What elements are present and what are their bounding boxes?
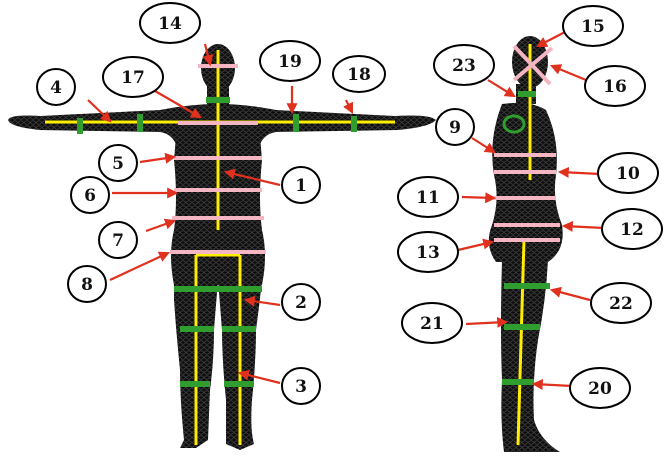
callout-4: 4 <box>37 69 75 105</box>
svg-text:6: 6 <box>84 186 96 206</box>
svg-text:21: 21 <box>420 314 444 334</box>
svg-text:9: 9 <box>449 118 461 138</box>
callout-3: 3 <box>282 368 320 404</box>
svg-text:10: 10 <box>616 164 640 184</box>
svg-text:23: 23 <box>452 56 476 76</box>
callout-19: 19 <box>260 41 320 81</box>
callout-9: 9 <box>436 109 474 145</box>
svg-text:17: 17 <box>121 68 145 88</box>
front-body <box>8 44 436 450</box>
callout-10: 10 <box>598 153 658 193</box>
svg-text:11: 11 <box>416 188 440 208</box>
callout-13: 13 <box>398 232 458 272</box>
svg-text:8: 8 <box>81 275 93 295</box>
svg-text:18: 18 <box>347 65 371 85</box>
svg-text:22: 22 <box>609 294 633 314</box>
svg-text:7: 7 <box>112 231 124 251</box>
callout-6: 6 <box>71 177 109 213</box>
callout-1: 1 <box>282 167 320 203</box>
svg-text:19: 19 <box>278 52 302 72</box>
callout-14: 14 <box>140 3 200 43</box>
callout-8: 8 <box>68 266 106 302</box>
callout-2: 2 <box>282 284 320 320</box>
svg-text:3: 3 <box>295 377 307 397</box>
callout-5: 5 <box>99 145 137 181</box>
svg-text:12: 12 <box>620 220 644 240</box>
svg-text:5: 5 <box>112 154 124 174</box>
callout-16: 16 <box>585 66 645 106</box>
callout-7: 7 <box>99 222 137 258</box>
svg-text:20: 20 <box>588 379 612 399</box>
callout-22: 22 <box>591 283 651 323</box>
callout-11: 11 <box>398 177 458 217</box>
side-body <box>489 36 563 452</box>
callout-18: 18 <box>333 56 385 92</box>
callout-15: 15 <box>563 6 623 46</box>
svg-text:4: 4 <box>50 78 62 98</box>
svg-text:2: 2 <box>295 293 307 313</box>
svg-text:1: 1 <box>295 176 307 196</box>
callout-20: 20 <box>570 368 630 408</box>
svg-text:14: 14 <box>158 14 182 34</box>
callout-12: 12 <box>602 209 662 249</box>
callout-labels: 14 19 17 18 4 5 6 7 8 1 2 3 15 23 16 9 1… <box>37 3 662 408</box>
svg-text:16: 16 <box>603 77 627 97</box>
svg-text:13: 13 <box>416 243 440 263</box>
callout-21: 21 <box>402 303 462 343</box>
svg-text:15: 15 <box>581 17 605 37</box>
callout-23: 23 <box>434 45 494 85</box>
callout-17: 17 <box>103 57 163 97</box>
